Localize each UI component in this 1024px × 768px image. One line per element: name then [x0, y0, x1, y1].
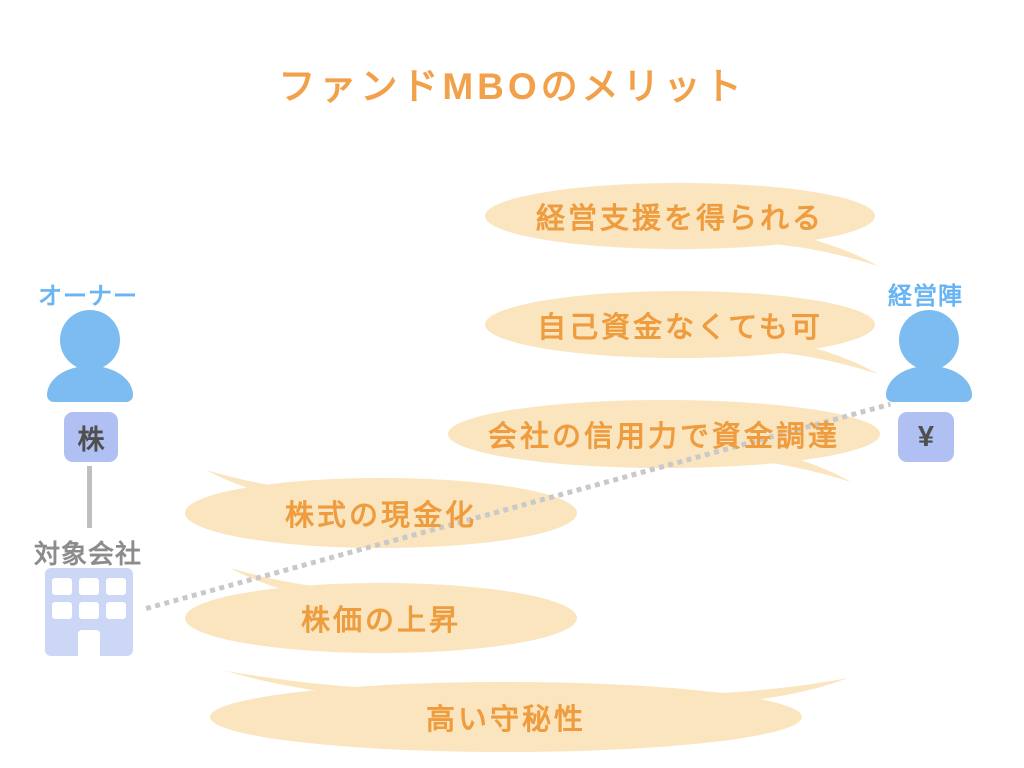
benefit-bubble-tail	[226, 671, 396, 699]
target-company-building-icon	[45, 568, 133, 656]
building-door	[78, 630, 100, 656]
page-title: ファンドMBOのメリット	[278, 66, 746, 107]
management-person-icon	[886, 310, 972, 402]
benefit-bubble	[185, 583, 577, 653]
management-role-label: 経営陣	[888, 283, 963, 310]
stock-ownership-connector-line	[87, 466, 92, 528]
building-window	[52, 602, 72, 619]
person-head-shape	[60, 310, 120, 370]
benefit-bubble	[485, 291, 875, 358]
benefit-bubble	[485, 183, 875, 249]
benefit-bubble	[448, 400, 880, 468]
benefit-bubble-tail	[770, 338, 878, 374]
benefit-bubble-tail	[206, 470, 306, 502]
building-window	[52, 578, 72, 595]
benefit-bubble-tail	[700, 678, 848, 704]
management-yen-badge: ¥	[898, 412, 954, 462]
benefit-bubble-tail	[770, 230, 878, 266]
owner-person-icon	[47, 310, 133, 402]
benefit-bubble	[185, 478, 577, 548]
target-company-label: 対象会社	[34, 539, 143, 569]
benefit-bubble	[210, 682, 802, 752]
person-torso-shape	[47, 366, 133, 402]
person-torso-shape	[886, 366, 972, 402]
building-window	[106, 578, 126, 595]
benefit-bubble-tail	[743, 446, 851, 482]
building-window	[106, 602, 126, 619]
building-window	[79, 602, 99, 619]
owner-role-label: オーナー	[38, 283, 138, 310]
person-head-shape	[899, 310, 959, 370]
owner-stock-badge: 株	[64, 412, 118, 462]
building-window	[79, 578, 99, 595]
